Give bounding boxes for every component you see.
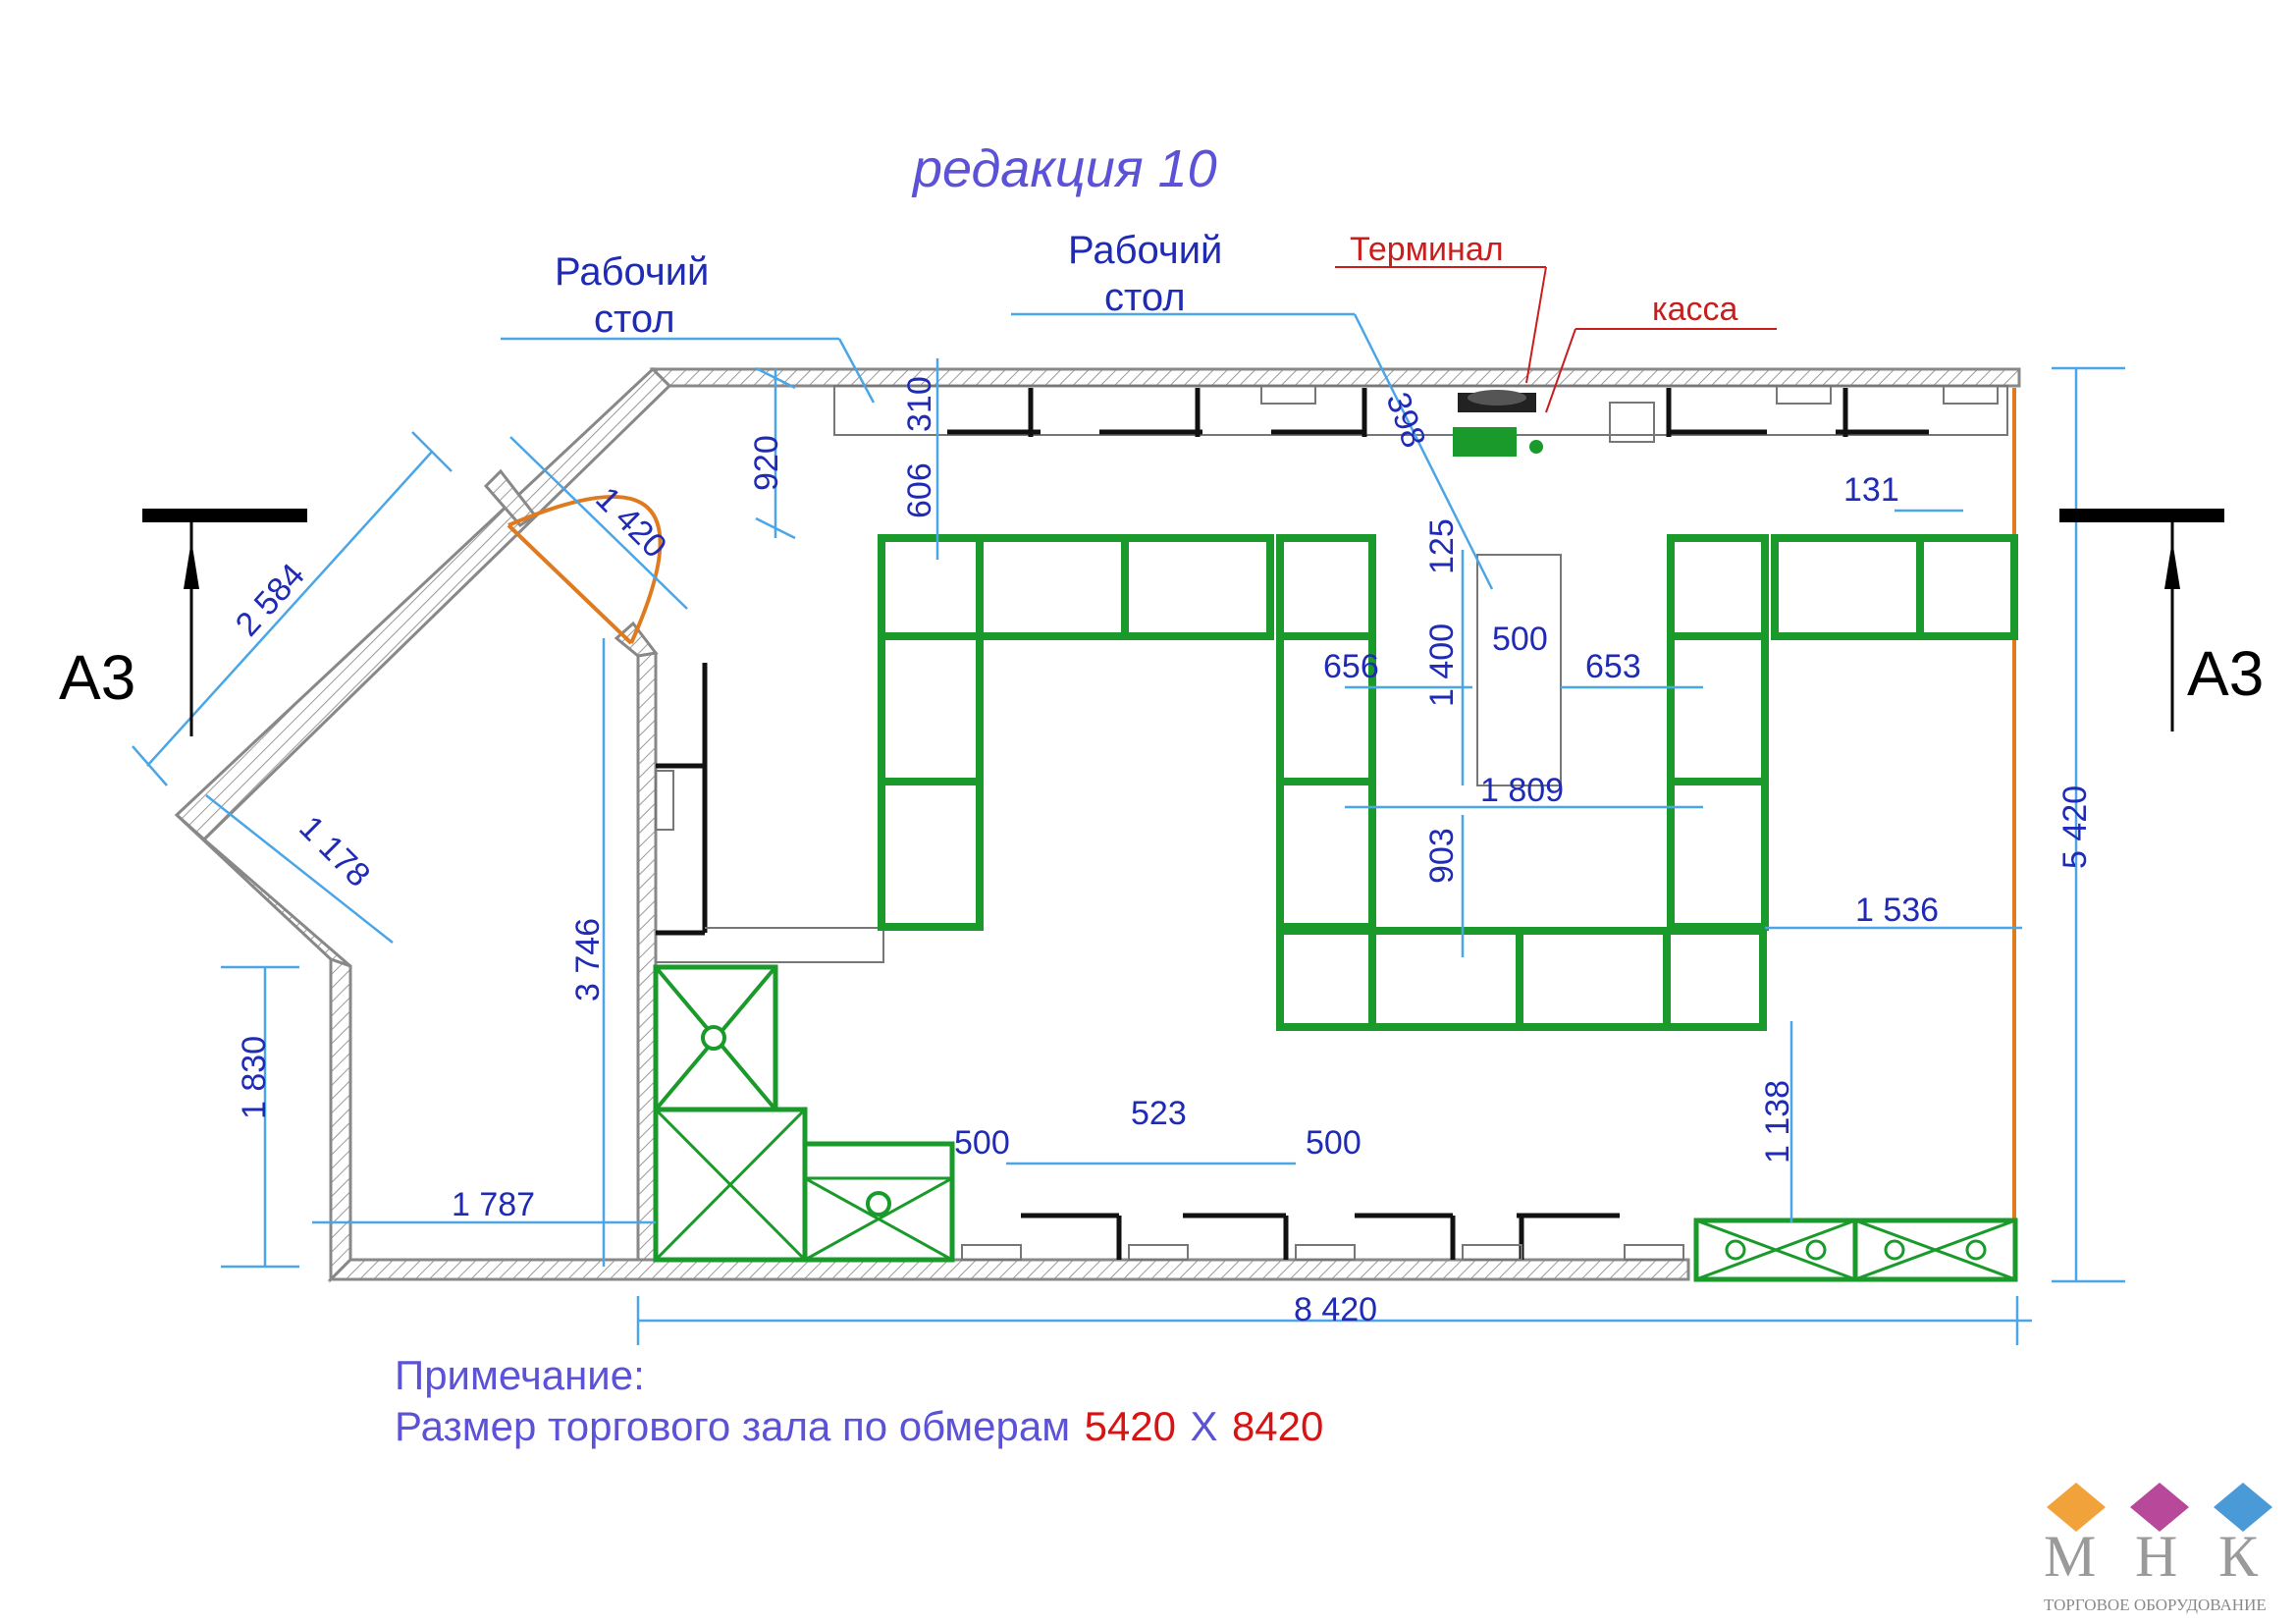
logo-letter-1: М <box>2044 1524 2096 1589</box>
shelving-right-block <box>1667 534 2018 931</box>
corner-shelving <box>653 964 955 1263</box>
wall-racks-left <box>655 663 884 963</box>
note-width: 5420 <box>1085 1403 1176 1449</box>
work-table-left-label-1: Рабочий <box>555 250 709 294</box>
dim-8420: 8 420 <box>1294 1291 1377 1328</box>
door-jamb-bottom <box>614 621 659 658</box>
dim-656: 656 <box>1323 648 1379 685</box>
logo-diamond-purple <box>2130 1483 2189 1532</box>
cash-register <box>1453 390 1543 457</box>
dim-1536: 1 536 <box>1855 892 1939 929</box>
dimension-lines <box>132 266 2125 1345</box>
note-text-main: Размер торгового зала по обмерам <box>395 1403 1070 1449</box>
logo-letter-3: К <box>2218 1524 2259 1589</box>
logo-caption: ТОРГОВОЕ ОБОРУДОВАНИЕ <box>2044 1596 2267 1614</box>
dim-1809: 1 809 <box>1480 772 1564 809</box>
work-table-right-label-2: стол <box>1104 276 1186 319</box>
cashier-label: касса <box>1652 291 1738 328</box>
dim-500-bottom-left: 500 <box>954 1124 1010 1162</box>
dim-500-bottom-right: 500 <box>1306 1124 1362 1162</box>
door <box>507 494 663 645</box>
dim-1400: 1 400 <box>1423 623 1461 707</box>
dim-1178: 1 178 <box>292 809 377 894</box>
note-length: 8420 <box>1232 1403 1323 1449</box>
logo-diamond-orange <box>2047 1483 2106 1532</box>
work-table-center <box>1476 554 1562 786</box>
dim-653: 653 <box>1585 648 1641 685</box>
dim-3746: 3 746 <box>569 918 607 1001</box>
wall-racks-top <box>833 385 2008 443</box>
bottom-right-shelving <box>1693 1218 2018 1282</box>
company-logo: М Н К ТОРГОВОЕ ОБОРУДОВАНИЕ <box>2044 1483 2272 1614</box>
dim-606: 606 <box>901 462 938 518</box>
section-label-right: А3 <box>2187 638 2264 709</box>
shelving-center-block <box>1276 534 1767 1031</box>
dim-1830: 1 830 <box>236 1036 273 1119</box>
section-label-left: А3 <box>59 642 135 713</box>
section-marker-left: А3 <box>59 509 307 736</box>
note-heading: Примечание: <box>395 1352 645 1398</box>
dim-1138: 1 138 <box>1759 1080 1796 1164</box>
dim-398: 398 <box>1378 388 1432 453</box>
dim-131: 131 <box>1843 471 1899 509</box>
dim-1787: 1 787 <box>452 1186 535 1223</box>
dim-310: 310 <box>901 376 938 432</box>
revision-title: редакция 10 <box>911 139 1217 198</box>
logo-letter-2: Н <box>2135 1524 2177 1589</box>
dim-903: 903 <box>1423 828 1461 884</box>
note-x: X <box>1190 1403 1217 1449</box>
logo-diamond-blue <box>2214 1483 2272 1532</box>
left-wall <box>329 956 352 1283</box>
wall-racks-bottom <box>961 1213 1684 1261</box>
terminal-label: Терминал <box>1350 231 1504 268</box>
dim-5420: 5 420 <box>2056 785 2094 869</box>
dim-125: 125 <box>1423 518 1461 574</box>
dim-523: 523 <box>1131 1095 1187 1132</box>
dim-920: 920 <box>748 435 785 491</box>
section-marker-right: А3 <box>2059 509 2264 731</box>
dim-500-center: 500 <box>1492 621 1548 658</box>
interior-wall <box>636 640 658 1262</box>
bottom-wall <box>327 1258 1690 1281</box>
shelving-left-block <box>878 534 1274 931</box>
work-table-left-label-2: стол <box>594 298 675 341</box>
walls <box>174 366 2021 1283</box>
work-table-right-label-1: Рабочий <box>1068 229 1222 272</box>
note-text: Размер торгового зала по обмерам 5420 X … <box>395 1403 1323 1449</box>
